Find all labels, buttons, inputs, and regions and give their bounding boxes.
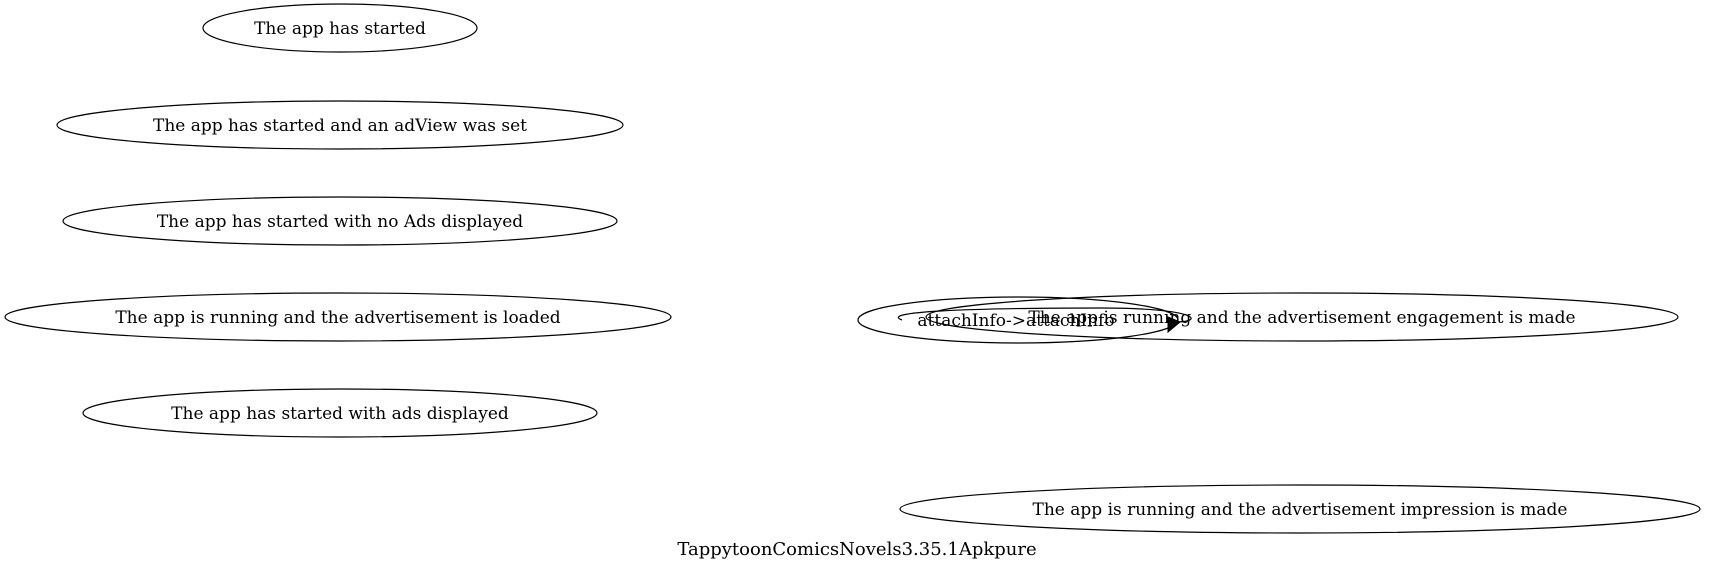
node-app-started-ads-displayed: The app has started with ads displayed xyxy=(82,388,598,438)
node-ellipse xyxy=(925,292,1679,342)
node-label: The app has started and an adView was se… xyxy=(153,116,527,136)
node-app-running-engagement: The app is running and the advertisement… xyxy=(925,292,1679,342)
node-ellipse xyxy=(899,484,1701,534)
edge-label: attachInfo->attachInfo xyxy=(917,311,1114,331)
node-ellipse xyxy=(82,388,598,438)
node-label: The app has started with ads displayed xyxy=(171,404,509,424)
node-app-running-ad-loaded: The app is running and the advertisement… xyxy=(4,292,672,342)
node-ellipse xyxy=(202,3,478,53)
node-ellipse xyxy=(56,100,624,150)
node-label: The app is running and the advertisement… xyxy=(1033,500,1568,520)
node-label: The app is running and the advertisement… xyxy=(1028,308,1575,328)
node-label: The app is running and the advertisement… xyxy=(115,308,560,328)
edge-loop-inner xyxy=(897,307,1192,323)
node-app-running-impression: The app is running and the advertisement… xyxy=(899,484,1701,534)
edge-arrowhead xyxy=(1167,316,1181,334)
node-app-started-adview-set: The app has started and an adView was se… xyxy=(56,100,624,150)
node-ellipse xyxy=(4,292,672,342)
edge-self-loop-attachinfo: attachInfo->attachInfo xyxy=(857,296,1192,344)
node-ellipse xyxy=(62,196,618,246)
node-label: The app has started xyxy=(254,19,426,39)
node-label: The app has started with no Ads displaye… xyxy=(157,212,523,232)
node-app-started: The app has started xyxy=(202,3,478,53)
graph-caption: TappytoonComicsNovels3.35.1Apkpure xyxy=(677,539,1036,560)
edge-loop-outer xyxy=(857,296,1179,344)
node-app-started-no-ads: The app has started with no Ads displaye… xyxy=(62,196,618,246)
